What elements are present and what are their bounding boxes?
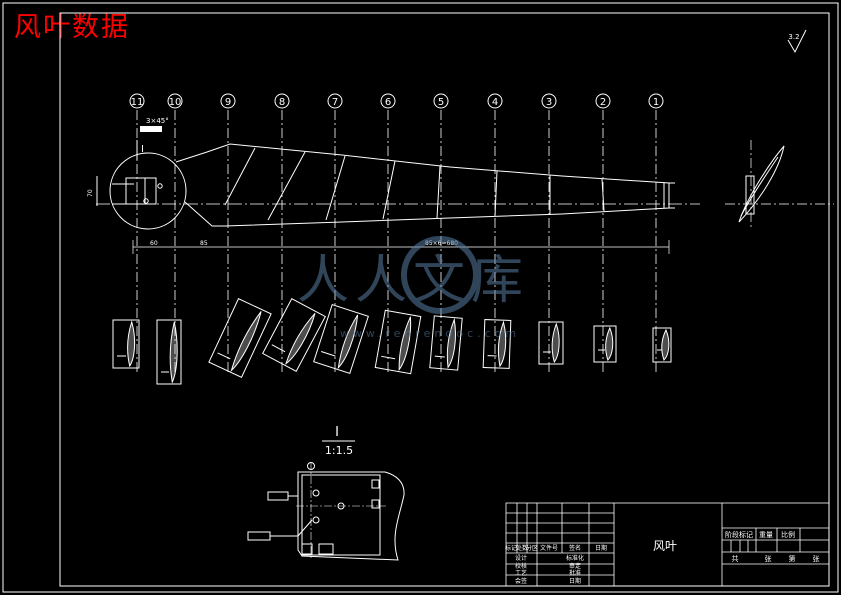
- section-number-circle: [220, 93, 236, 109]
- chamfer-hatch: [140, 126, 162, 132]
- section-number-circle: [487, 93, 503, 109]
- title-block-label: 工艺: [515, 569, 527, 577]
- watermark-brand: 人人文库: [297, 251, 529, 311]
- dim-60: 60: [150, 240, 158, 247]
- title-block-label: 比例: [781, 530, 795, 539]
- title-block-label: 日期: [595, 544, 607, 552]
- title-block-label: 校核: [515, 562, 527, 570]
- section-cut: [261, 298, 327, 372]
- title-block-label: 共: [732, 554, 739, 563]
- title-block-label: 审定: [569, 562, 581, 570]
- end-view: [725, 140, 834, 230]
- detail-scale: 1:1.5: [325, 444, 353, 457]
- title-block-label: 重量: [759, 531, 773, 539]
- section-number: 5: [438, 97, 444, 108]
- surface-finish-value: 3.2: [788, 33, 799, 41]
- section-cut: [652, 327, 672, 363]
- section-number-circle: [648, 93, 664, 109]
- right-header: 阶段标记重量比例: [725, 530, 795, 539]
- section-number-row: 11 10 9 8 7 6 5 4 3 2 1: [129, 93, 664, 109]
- blade-section-cuts: [112, 298, 672, 385]
- title-block-label: 批准: [569, 569, 581, 577]
- section-cut: [429, 315, 463, 371]
- hub-height-dim: 70: [87, 189, 94, 197]
- section-cut: [156, 319, 182, 385]
- section-cut: [313, 303, 369, 375]
- section-number: 10: [169, 97, 182, 108]
- title-block-label: 设计: [515, 554, 527, 562]
- title-block-label: 分区: [526, 544, 538, 552]
- drawing-title: 风叶数据: [14, 12, 130, 43]
- blade-outline: [175, 143, 670, 227]
- section-cut: [482, 319, 512, 369]
- sheet-row: 共张第张: [732, 554, 820, 563]
- section-number-circle: [595, 93, 611, 109]
- section-number: 2: [600, 97, 606, 108]
- section-number: 7: [332, 97, 338, 108]
- section-cut: [538, 321, 564, 365]
- section-number-circle: [129, 93, 145, 109]
- section-number-circle: [167, 93, 183, 109]
- section-number: 4: [492, 97, 498, 108]
- inner-frame: [59, 12, 830, 587]
- detail-marker: I: [141, 144, 144, 155]
- blade-main-view: [96, 140, 675, 230]
- section-number: 8: [279, 97, 285, 108]
- title-block-label: 处数: [516, 544, 528, 552]
- section-number: 9: [225, 97, 231, 108]
- watermark: 人人文库 www.renrendoc.com: [297, 236, 529, 340]
- section-number: 3: [546, 97, 552, 108]
- surface-finish-icon: 3.2: [787, 29, 807, 54]
- section-number: 6: [385, 97, 391, 108]
- section-number-circle: [380, 93, 396, 109]
- section-number-circle: [433, 93, 449, 109]
- section-cut: [208, 298, 272, 378]
- title-block: [505, 502, 830, 587]
- title-block-label: 会签: [515, 577, 527, 585]
- dim-85: 85: [200, 240, 208, 247]
- section-lines: [136, 110, 657, 372]
- title-block-label: 张: [813, 554, 820, 563]
- watermark-logo-icon: [401, 236, 479, 314]
- hub-circle: [109, 152, 187, 230]
- detail-label: I: [335, 425, 339, 440]
- title-block-label: 标准化: [566, 554, 584, 562]
- length-dimension: [132, 240, 670, 254]
- section-number-circle: [327, 93, 343, 109]
- part-name: 风叶: [653, 539, 677, 553]
- chamfer-note: 3×45°: [146, 117, 169, 125]
- section-cut: [112, 319, 140, 369]
- title-block-label: 张: [765, 554, 772, 563]
- revision-header: 标记处数分区文件号 签名 日期: [505, 544, 607, 552]
- section-number-circle: [541, 93, 557, 109]
- section-number-circle: [274, 93, 290, 109]
- section-number: 1: [653, 97, 659, 108]
- title-block-label: 日期: [569, 577, 581, 585]
- section-cut: [374, 309, 422, 375]
- title-block-label: 阶段标记: [725, 530, 753, 539]
- title-block-label: 标记: [505, 544, 517, 552]
- title-block-label: 第: [789, 554, 796, 563]
- title-block-label: 签名: [569, 544, 581, 552]
- detail-view: [247, 462, 405, 561]
- section-cut: [593, 325, 617, 363]
- section-number: 11: [131, 97, 144, 108]
- dim-680: 85×6=680: [425, 240, 458, 247]
- watermark-url: www.renrendoc.com: [340, 327, 520, 340]
- title-block-label: 文件号: [540, 544, 558, 552]
